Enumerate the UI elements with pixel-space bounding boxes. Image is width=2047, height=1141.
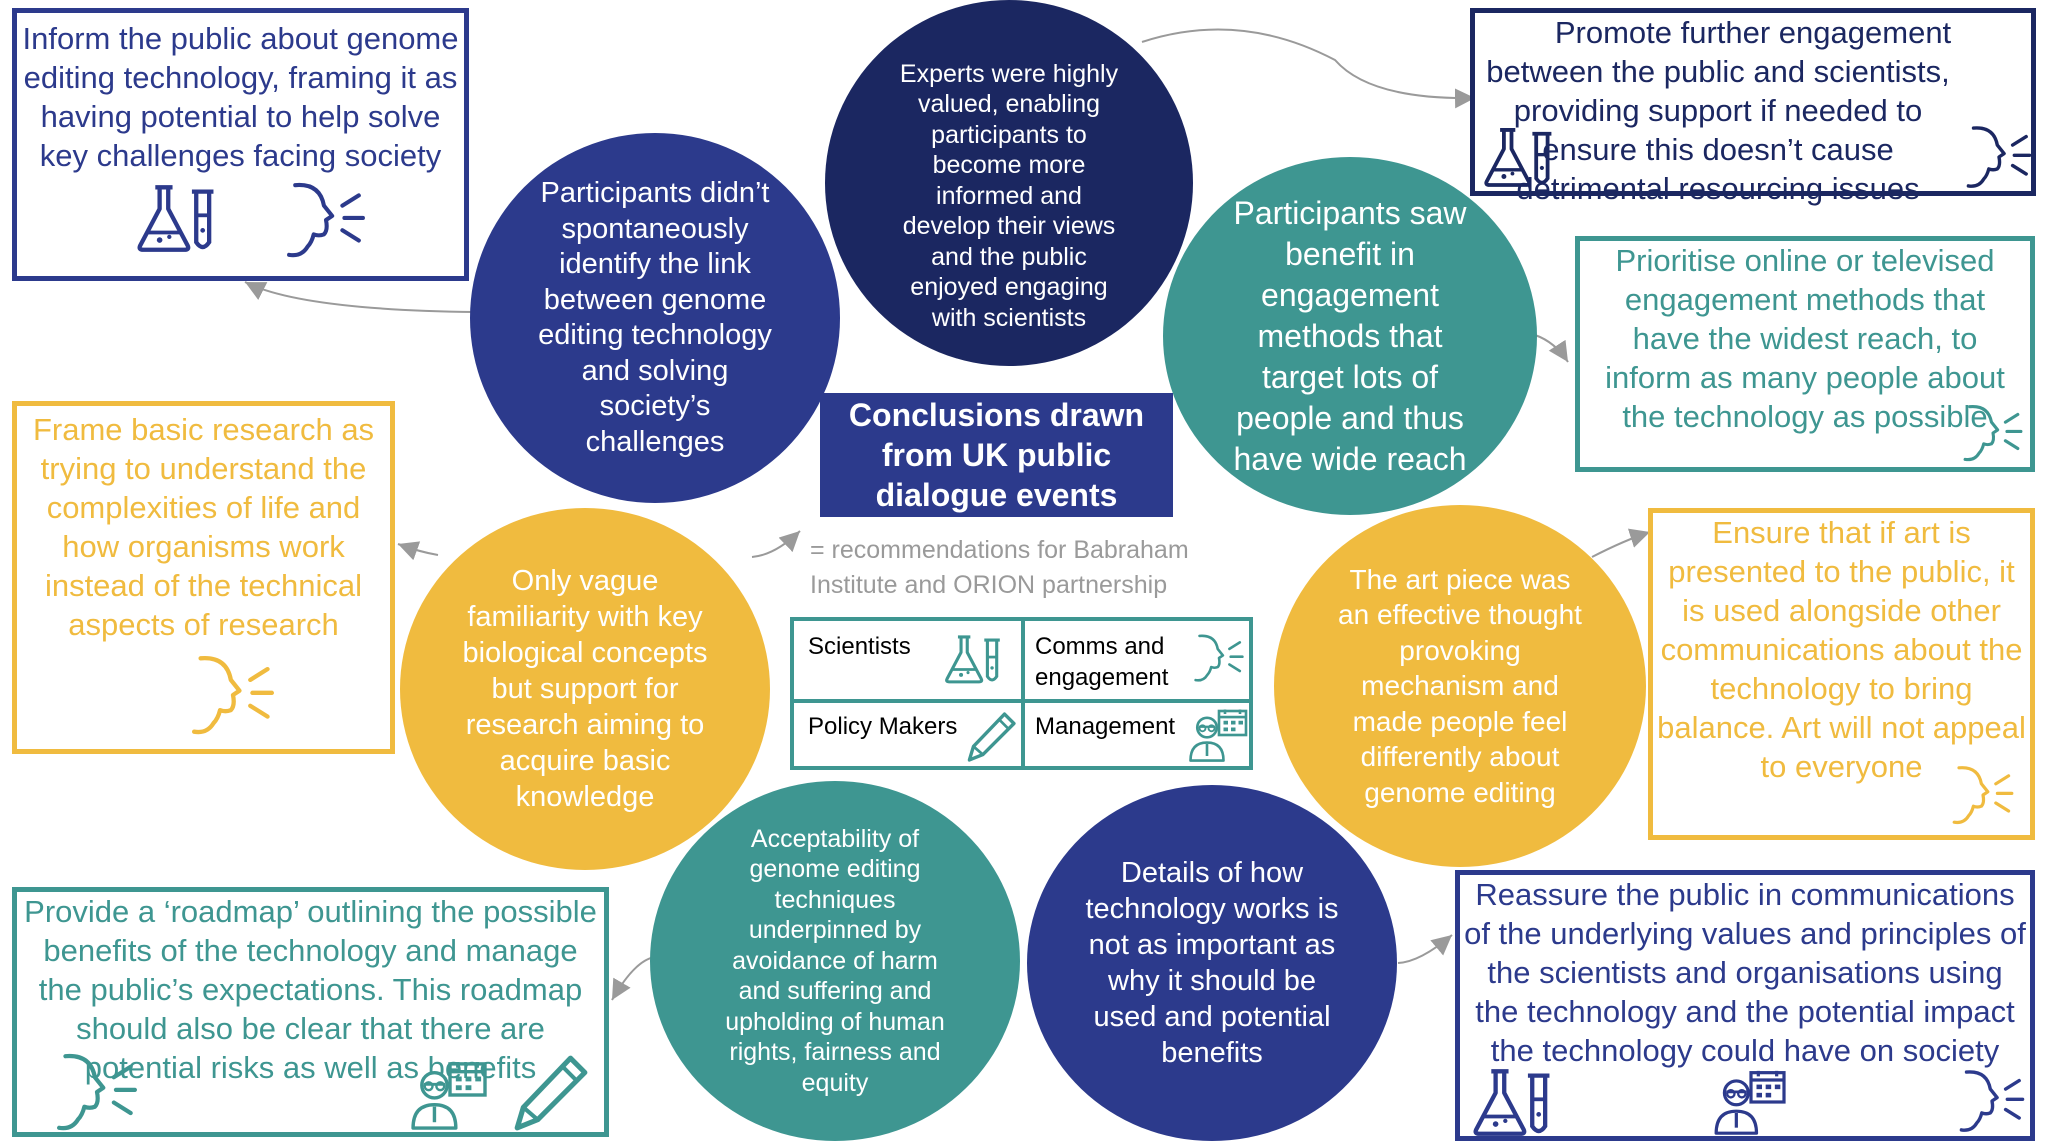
speaking-head-icon xyxy=(185,654,281,736)
recommendation-frame-basic-research: Frame basic research as trying to unders… xyxy=(12,401,395,754)
speaking-head-icon xyxy=(1962,401,2024,465)
recommendation-inform-public: Inform the public about genome editing t… xyxy=(12,8,469,281)
recommendation-promote-engagement: Promote further engagement between the p… xyxy=(1470,8,2036,206)
speaking-head-icon xyxy=(1965,123,2033,191)
flask-icon xyxy=(1470,1067,1560,1137)
management-icon xyxy=(411,1060,489,1130)
recommendation-prioritise-online: Prioritise online or televised engagemen… xyxy=(1575,236,2035,472)
legend-scientists: Scientists xyxy=(794,621,1021,699)
flask-icon xyxy=(1483,125,1559,189)
flask-icon xyxy=(944,633,1006,685)
conclusion-acceptability: Acceptability of genome editing techniqu… xyxy=(650,781,1020,1141)
recommendation-reassure-public: Reassure the public in communications of… xyxy=(1455,870,2035,1141)
speaking-head-icon xyxy=(51,1052,143,1132)
speaking-head-icon xyxy=(285,181,367,259)
pencil-icon xyxy=(507,1052,593,1134)
conclusion-no-link-identified: Participants didn’t spontaneously identi… xyxy=(470,133,840,503)
speaking-head-icon xyxy=(1958,1067,2026,1135)
management-icon xyxy=(1712,1069,1790,1135)
conclusion-vague-familiarity: Only vague familiarity with key biologic… xyxy=(400,508,770,870)
conclusion-experts-valued: Experts were highly valued, enabling par… xyxy=(825,0,1193,366)
recommendation-art-alongside: Ensure that if art is presented to the p… xyxy=(1648,508,2035,840)
conclusion-wide-reach: Participants saw benefit in engagement m… xyxy=(1163,157,1537,515)
page-title: Conclusions drawn from UK public dialogu… xyxy=(820,393,1173,517)
conclusion-art-piece: The art piece was an effective thought p… xyxy=(1274,505,1646,867)
conclusion-why-not-how: Details of how technology works is not a… xyxy=(1027,785,1397,1141)
legend-note: = recommendations for Babraham Institute… xyxy=(810,536,1189,599)
flask-icon xyxy=(135,183,223,253)
management-icon xyxy=(1189,707,1249,763)
legend-comms: Comms and engagement xyxy=(1025,621,1253,699)
legend-management: Management xyxy=(1025,703,1253,770)
pencil-icon xyxy=(964,709,1018,765)
speaking-head-icon xyxy=(1193,631,1245,685)
recommendation-roadmap: Provide a ‘roadmap’ outlining the possib… xyxy=(12,887,609,1137)
speaking-head-icon xyxy=(1951,763,2015,827)
legend-policy-makers: Policy Makers xyxy=(794,703,1021,770)
stakeholder-legend: Scientists Comms and engagement Policy M… xyxy=(790,617,1253,770)
